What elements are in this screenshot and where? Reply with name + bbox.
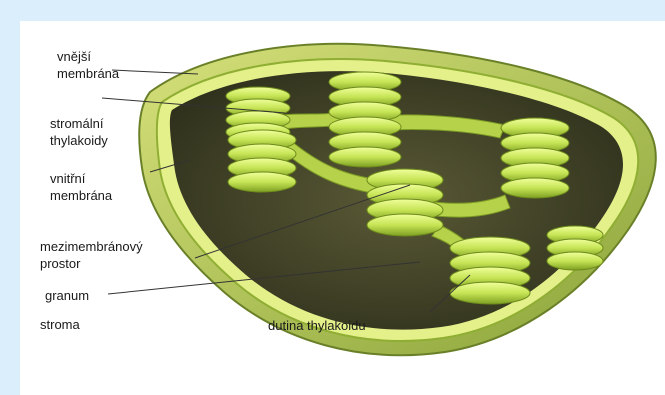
label-intermembrane-space-line2: prostor [40,255,143,272]
granum-stack-2 [228,130,296,192]
granum-stack-4 [367,169,443,236]
label-outer-membrane-line2: membrána [57,65,119,82]
label-granum: granum [45,287,89,304]
label-intermembrane-space-line1: mezimembránový [40,238,143,255]
label-intermembrane-space: mezimembránový prostor [40,238,143,272]
granum-stack-6 [450,237,530,304]
label-inner-membrane-line2: membrána [50,187,112,204]
label-stroma: stroma [40,316,80,333]
granum-stack-7 [547,226,603,270]
label-outer-membrane-line1: vnější [57,48,119,65]
label-stromal-thylakoids: stromální thylakoidy [50,115,108,149]
granum-stack-3 [329,72,401,167]
label-stromal-thylakoids-line2: thylakoidy [50,132,108,149]
label-stromal-thylakoids-line1: stromální [50,115,108,132]
label-thylakoid-lumen: dutina thylakoidu [268,317,366,334]
granum-stack-5 [501,118,569,198]
label-inner-membrane: vnitřní membrána [50,170,112,204]
label-outer-membrane: vnější membrána [57,48,119,82]
label-inner-membrane-line1: vnitřní [50,170,112,187]
